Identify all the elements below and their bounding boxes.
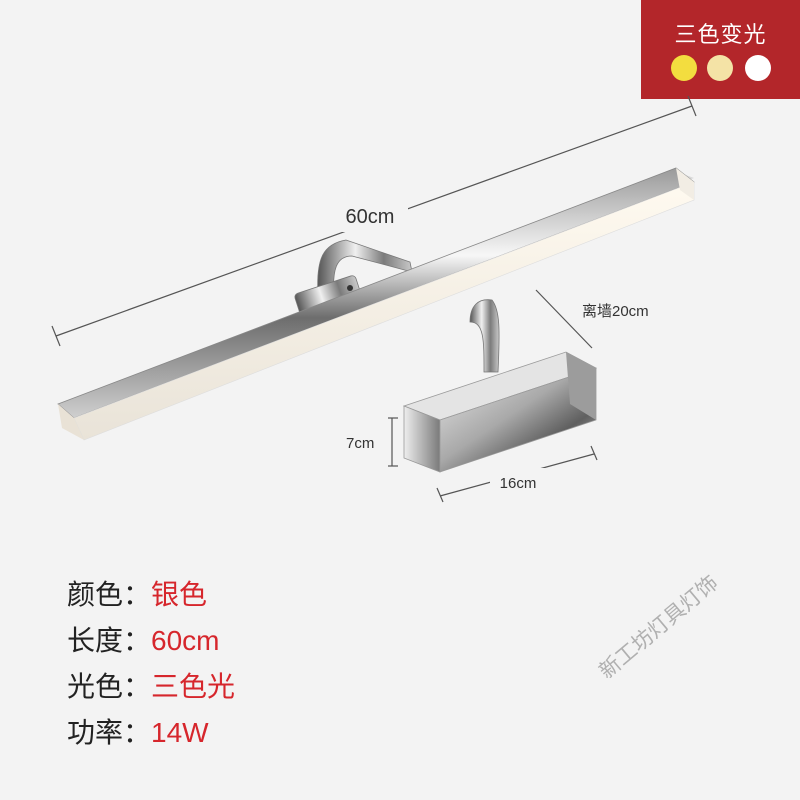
height-dimension-line (388, 417, 398, 467)
spec-label: 长度 (67, 624, 124, 657)
length-label: 60cm (346, 206, 395, 228)
light-bar (57, 167, 695, 441)
store-watermark: 新工坊灯具灯饰 (594, 570, 723, 684)
wall-plate-arm (469, 299, 500, 373)
length-dimension-line (51, 95, 697, 347)
height-label: 7cm (346, 435, 374, 452)
spec-separator: ： (123, 716, 152, 749)
spec-value: 14W (151, 717, 209, 748)
spec-row-light-color: 光色：三色光 (67, 664, 235, 710)
product-illustration: 60cm 离墙20cm 7cm 16c (51, 95, 697, 503)
width-label: 16cm (500, 475, 537, 492)
spec-row-length: 长度：60cm (67, 618, 235, 664)
warm-light-dot (671, 55, 697, 81)
spec-row-power: 功率：14W (67, 710, 235, 756)
spec-list: 颜色：银色 长度：60cm 光色：三色光 功率：14W (67, 572, 235, 756)
spec-value: 银色 (151, 579, 208, 610)
spec-label: 功率 (67, 716, 124, 749)
spec-separator: ： (123, 624, 152, 657)
width-dimension-line (436, 445, 598, 503)
spec-value: 60cm (151, 625, 220, 656)
cool-light-dot (745, 55, 771, 81)
spec-value: 三色光 (151, 671, 236, 702)
spec-row-color: 颜色：银色 (67, 572, 235, 618)
wall-plate-box (402, 351, 598, 473)
neutral-light-dot (707, 55, 733, 81)
wall-distance-line (535, 289, 593, 349)
light-color-badge: 三色变光 (641, 0, 800, 99)
spec-separator: ： (123, 670, 152, 703)
spec-label: 颜色 (67, 578, 124, 611)
spec-label: 光色 (67, 670, 124, 703)
badge-title: 三色变光 (674, 23, 767, 48)
wall-distance-label: 离墙20cm (582, 303, 649, 320)
spec-separator: ： (123, 578, 152, 611)
